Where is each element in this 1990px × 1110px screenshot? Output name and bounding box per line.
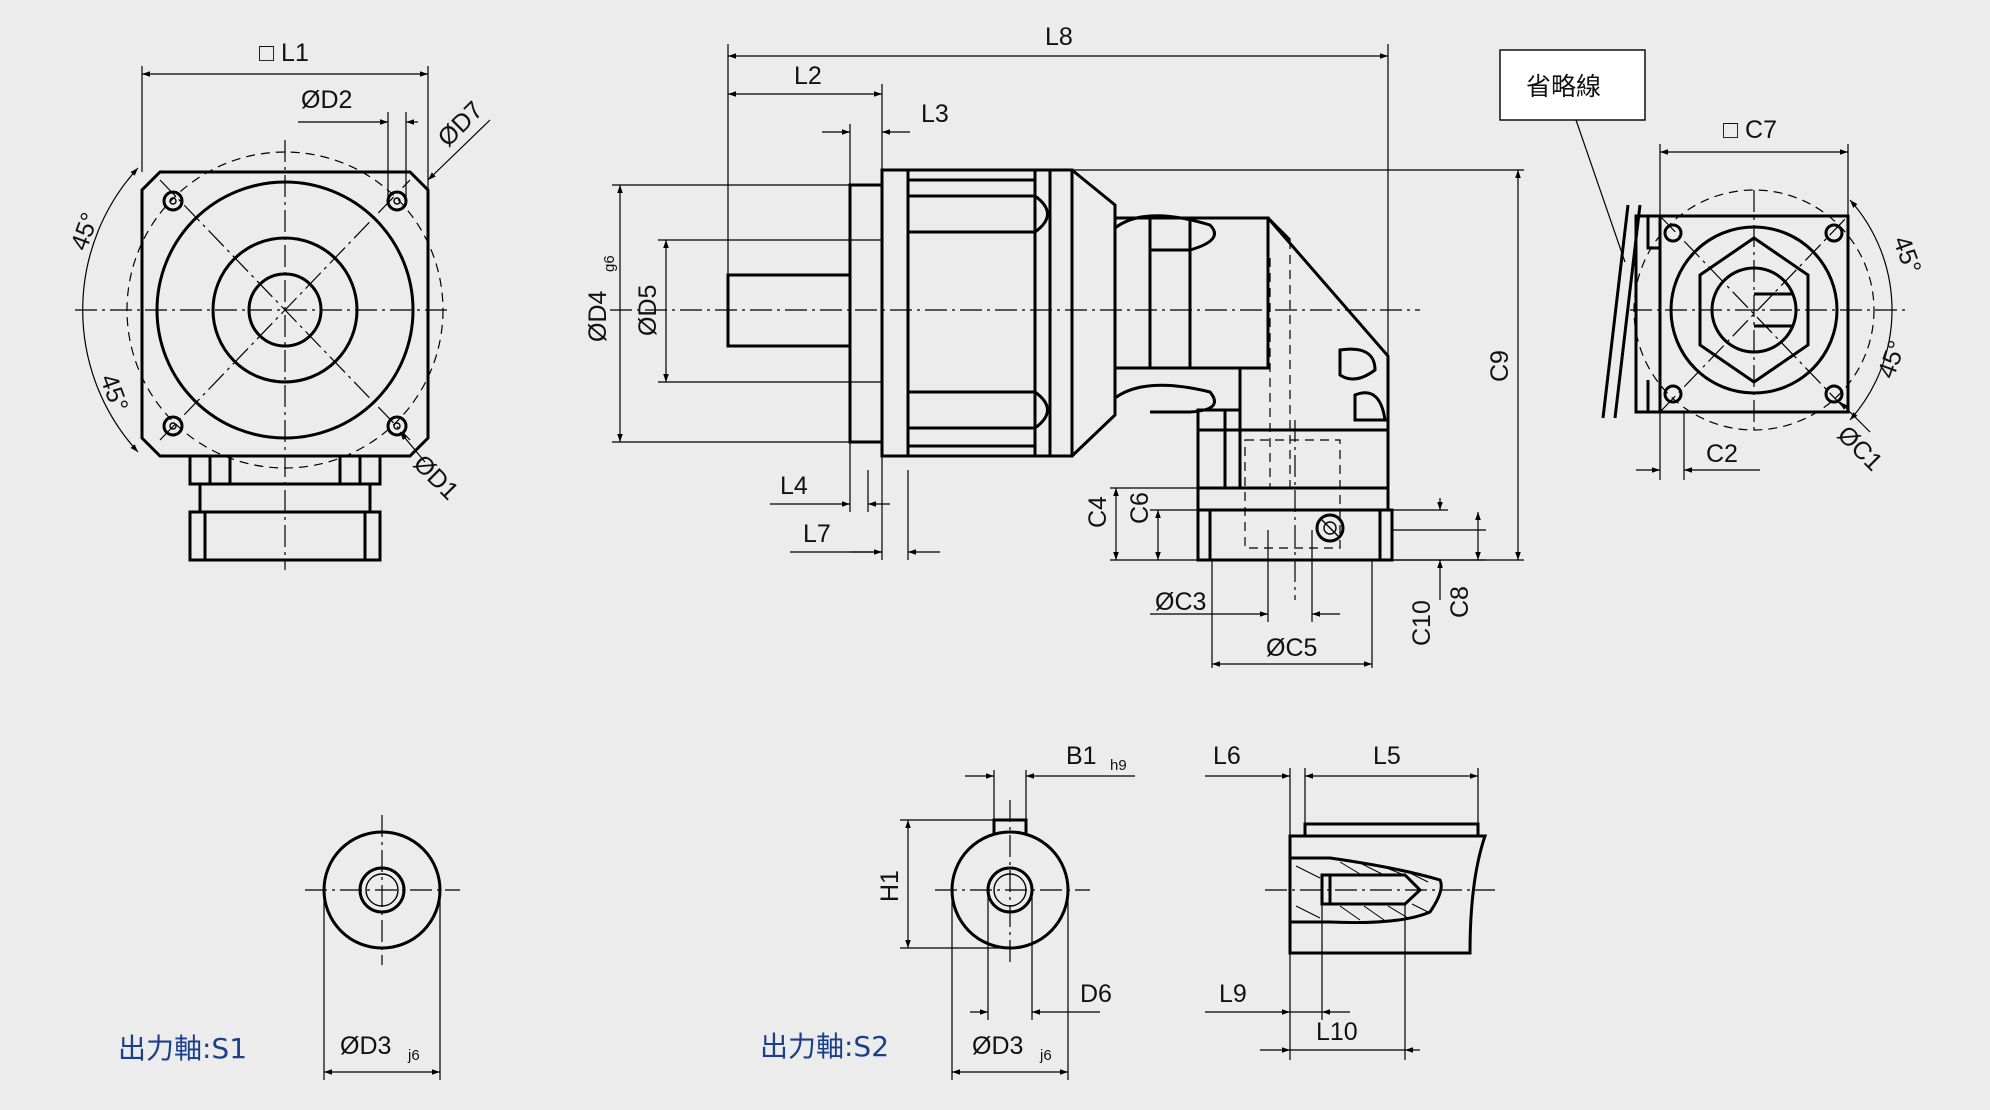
dim-C2: C2 <box>1706 440 1738 468</box>
caption-s2: 出力軸:S2 <box>760 1030 889 1063</box>
dim-L3: L3 <box>921 100 949 128</box>
angle-45-upper: 45° <box>65 209 104 254</box>
dim-L10: L10 <box>1316 1018 1358 1046</box>
dim-L1: □ L1 <box>259 39 309 67</box>
mounting-hole <box>162 190 184 212</box>
dim-D3-s2: ØD3 <box>972 1032 1023 1060</box>
dim-B1-tol: h9 <box>1110 757 1127 774</box>
side-view: L8 L2 L3 ØD4 g6 ØD5 L4 L7 C9 C4 C6 ØC3 Ø… <box>584 23 1524 668</box>
mounting-hole <box>386 415 408 437</box>
clamp-screw <box>1315 513 1345 543</box>
dim-C9: C9 <box>1486 350 1514 382</box>
dim-B1: B1 <box>1066 742 1097 770</box>
motor-hole <box>1824 223 1844 243</box>
angle-45-lower: 45° <box>94 370 133 415</box>
dim-C10: C10 <box>1408 600 1436 646</box>
shaft-section: L6 L5 L9 L10 <box>1205 742 1495 1060</box>
dim-L2: L2 <box>794 62 822 90</box>
dim-D3-s1-tol: j6 <box>407 1047 420 1064</box>
dim-C7: □ C7 <box>1723 116 1777 144</box>
output-shaft-s1: ØD3 j6 出力軸:S1 <box>118 815 460 1080</box>
dim-D6: D6 <box>1080 980 1112 1008</box>
dim-C1: ØC1 <box>1832 420 1888 476</box>
dim-C8: C8 <box>1446 586 1474 618</box>
dim-D3-s1: ØD3 <box>340 1032 391 1060</box>
dim-D5: ØD5 <box>634 285 662 336</box>
dim-L7: L7 <box>803 520 831 548</box>
dim-C3: ØC3 <box>1155 588 1206 616</box>
dim-L8: L8 <box>1045 23 1073 51</box>
dim-D1: ØD1 <box>408 449 464 505</box>
dim-D3-s2-tol: j6 <box>1039 1047 1052 1064</box>
dim-D4: ØD4 <box>584 291 612 343</box>
motor-hole <box>1663 223 1683 243</box>
dim-D2: ØD2 <box>301 86 352 114</box>
mounting-hole <box>386 190 408 212</box>
motor-hole <box>1663 384 1683 404</box>
dim-L6: L6 <box>1213 742 1241 770</box>
dim-C4: C4 <box>1084 496 1112 528</box>
front-view: □ L1 ØD2 ØD7 ØD1 45° 45° <box>65 39 491 570</box>
caption-s1: 出力軸:S1 <box>118 1032 247 1065</box>
dim-L5: L5 <box>1373 742 1401 770</box>
output-shaft-s2: B1 h9 H1 D6 ØD3 j6 出力軸:S2 <box>760 742 1135 1080</box>
omit-line-label: 省略線 <box>1526 73 1601 101</box>
dim-H1: H1 <box>876 870 904 902</box>
motor-end-view: 省略線 □ C7 C2 ØC1 45° 45° <box>1499 49 1927 480</box>
dim-C6: C6 <box>1126 492 1154 524</box>
dim-D4-tol: g6 <box>601 255 618 272</box>
dim-D7: ØD7 <box>432 96 488 152</box>
dim-C5: ØC5 <box>1266 634 1317 662</box>
angle-45-upper-right: 45° <box>1887 232 1926 277</box>
motor-hole <box>1824 384 1844 404</box>
mounting-hole <box>162 415 184 437</box>
dim-L9: L9 <box>1219 980 1247 1008</box>
dim-L4: L4 <box>780 472 808 500</box>
angle-45-lower-right: 45° <box>1872 337 1911 382</box>
